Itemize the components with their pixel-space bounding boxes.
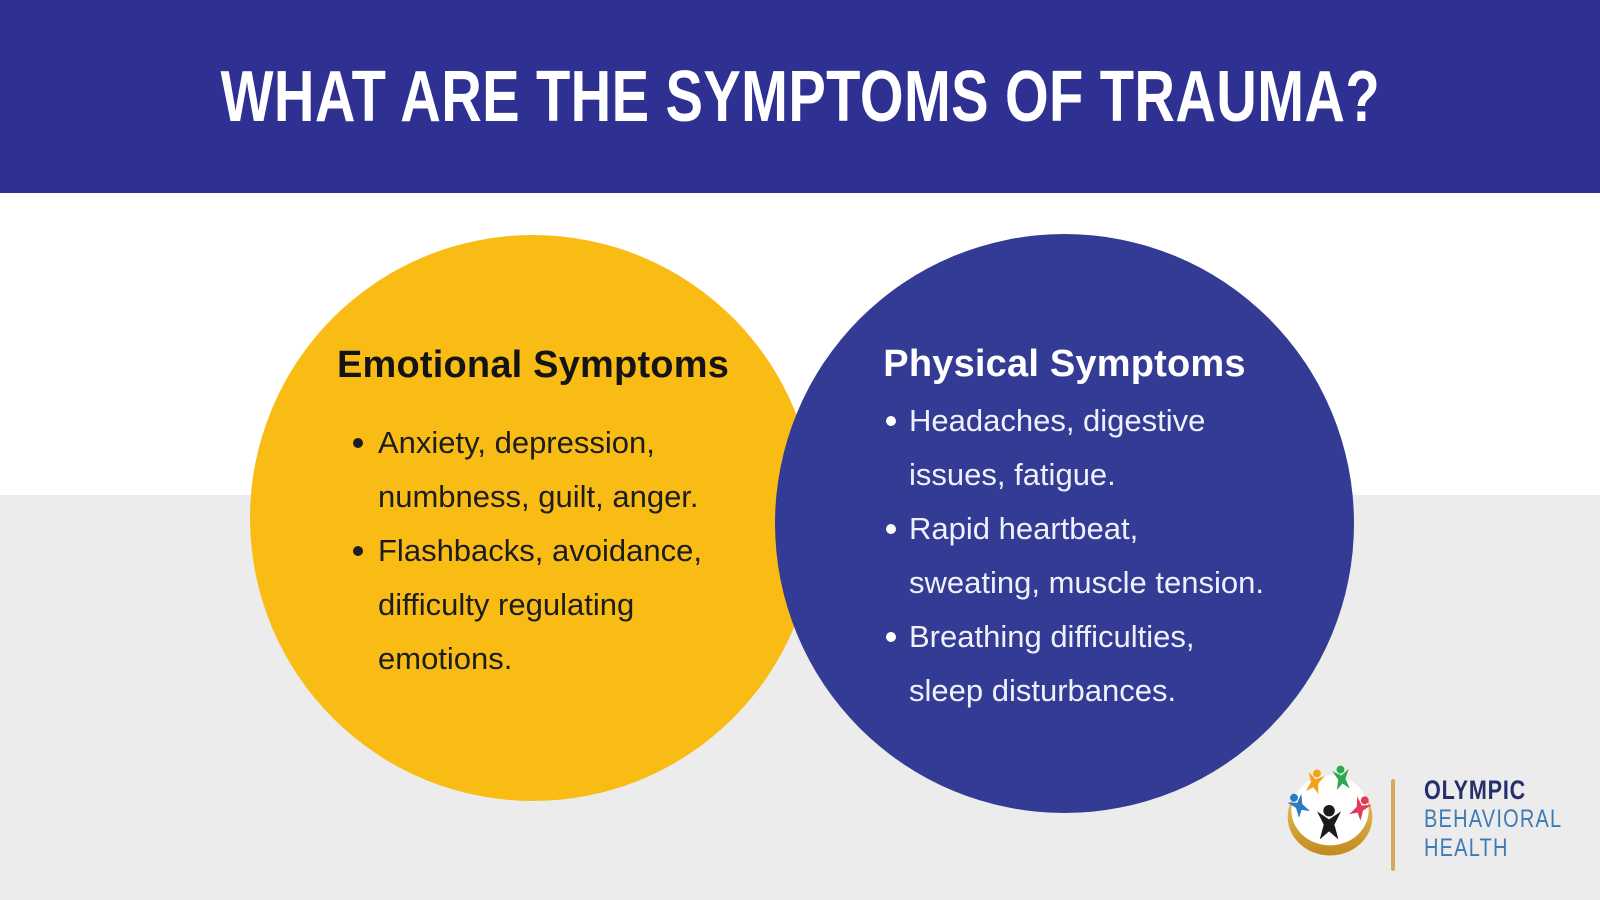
emotional-symptoms-heading: Emotional Symptoms (336, 344, 730, 386)
physical-symptoms-list: Headaches, digestive issues, fatigue. Ra… (775, 394, 1354, 718)
bullet-text: Flashbacks, avoidance, difficulty regula… (378, 533, 702, 676)
logo-line-health: HEALTH (1424, 834, 1509, 862)
list-item: Headaches, digestive issues, fatigue. (886, 394, 1344, 502)
logo-line-behavioral: BEHAVIORAL (1424, 805, 1563, 833)
bullet-text: Headaches, digestive issues, fatigue. (909, 403, 1206, 492)
header-banner: WHAT ARE THE SYMPTOMS OF TRAUMA? (0, 0, 1600, 193)
physical-symptoms-heading: Physical Symptoms (883, 343, 1246, 385)
list-item: Anxiety, depression, numbness, guilt, an… (353, 416, 786, 524)
list-item: Breathing difficulties, sleep disturbanc… (886, 610, 1344, 718)
bullet-text: Rapid heartbeat, sweating, muscle tensio… (909, 511, 1264, 600)
logo-line-olympic: OLYMPIC (1424, 775, 1527, 805)
emotional-symptoms-circle: Emotional Symptoms Anxiety, depression, … (250, 235, 816, 801)
logo-wordmark: OLYMPIC BEHAVIORAL HEALTH (1424, 776, 1562, 863)
page-title: WHAT ARE THE SYMPTOMS OF TRAUMA? (220, 56, 1380, 137)
physical-symptoms-circle: Physical Symptoms Headaches, digestive i… (775, 234, 1354, 813)
bullet-text: Breathing difficulties, sleep disturbanc… (909, 619, 1195, 708)
list-item: Flashbacks, avoidance, difficulty regula… (353, 524, 786, 686)
bullet-text: Anxiety, depression, numbness, guilt, an… (378, 425, 699, 514)
emotional-symptoms-list: Anxiety, depression, numbness, guilt, an… (250, 416, 816, 686)
logo-divider (1391, 779, 1395, 871)
list-item: Rapid heartbeat, sweating, muscle tensio… (886, 502, 1344, 610)
people-circle-icon (1284, 764, 1374, 856)
